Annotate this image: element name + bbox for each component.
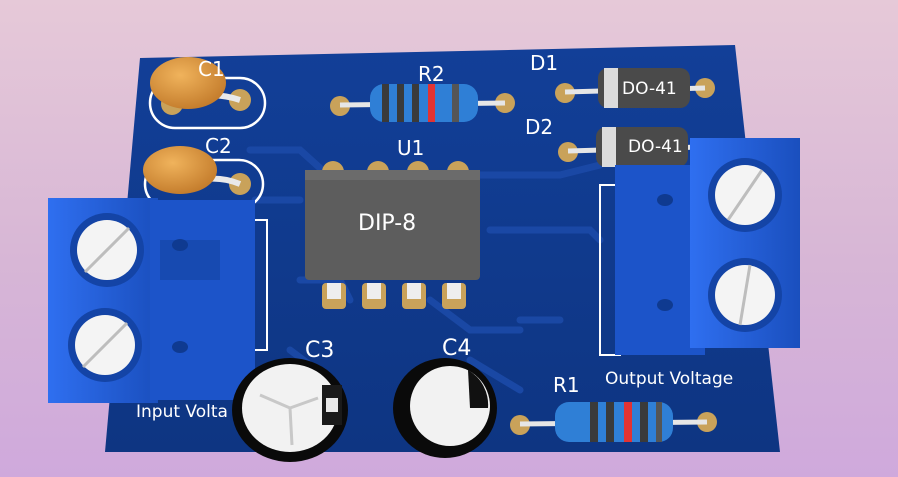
terminal-block-input <box>48 198 268 403</box>
label-c4: C4 <box>442 336 471 361</box>
capacitor-c2 <box>143 146 265 210</box>
diode-d2-marking: DO-41 <box>628 137 683 157</box>
label-d2: D2 <box>525 115 553 139</box>
resistor-r1 <box>510 402 717 442</box>
ic-u1 <box>305 161 480 309</box>
label-r2: R2 <box>418 62 445 86</box>
label-input-voltage: Input Volta <box>136 402 228 422</box>
diode-d1 <box>555 68 715 108</box>
label-output-voltage: Output Voltage <box>605 369 733 389</box>
capacitor-c4 <box>393 358 497 458</box>
diode-d1-marking: DO-41 <box>622 79 677 99</box>
chip-pins-bottom <box>322 283 466 309</box>
diode-d2 <box>558 127 701 167</box>
resistor-r2 <box>330 84 515 122</box>
capacitor-c1 <box>148 57 267 130</box>
label-u1: U1 <box>397 136 424 160</box>
label-c1: C1 <box>198 57 225 81</box>
terminal-block-output <box>599 138 800 356</box>
label-r1: R1 <box>553 373 580 397</box>
label-c3: C3 <box>305 338 334 363</box>
chip-marking: DIP-8 <box>358 211 416 236</box>
label-c2: C2 <box>205 134 232 158</box>
capacitor-c3 <box>232 358 348 462</box>
label-d1: D1 <box>530 51 558 75</box>
